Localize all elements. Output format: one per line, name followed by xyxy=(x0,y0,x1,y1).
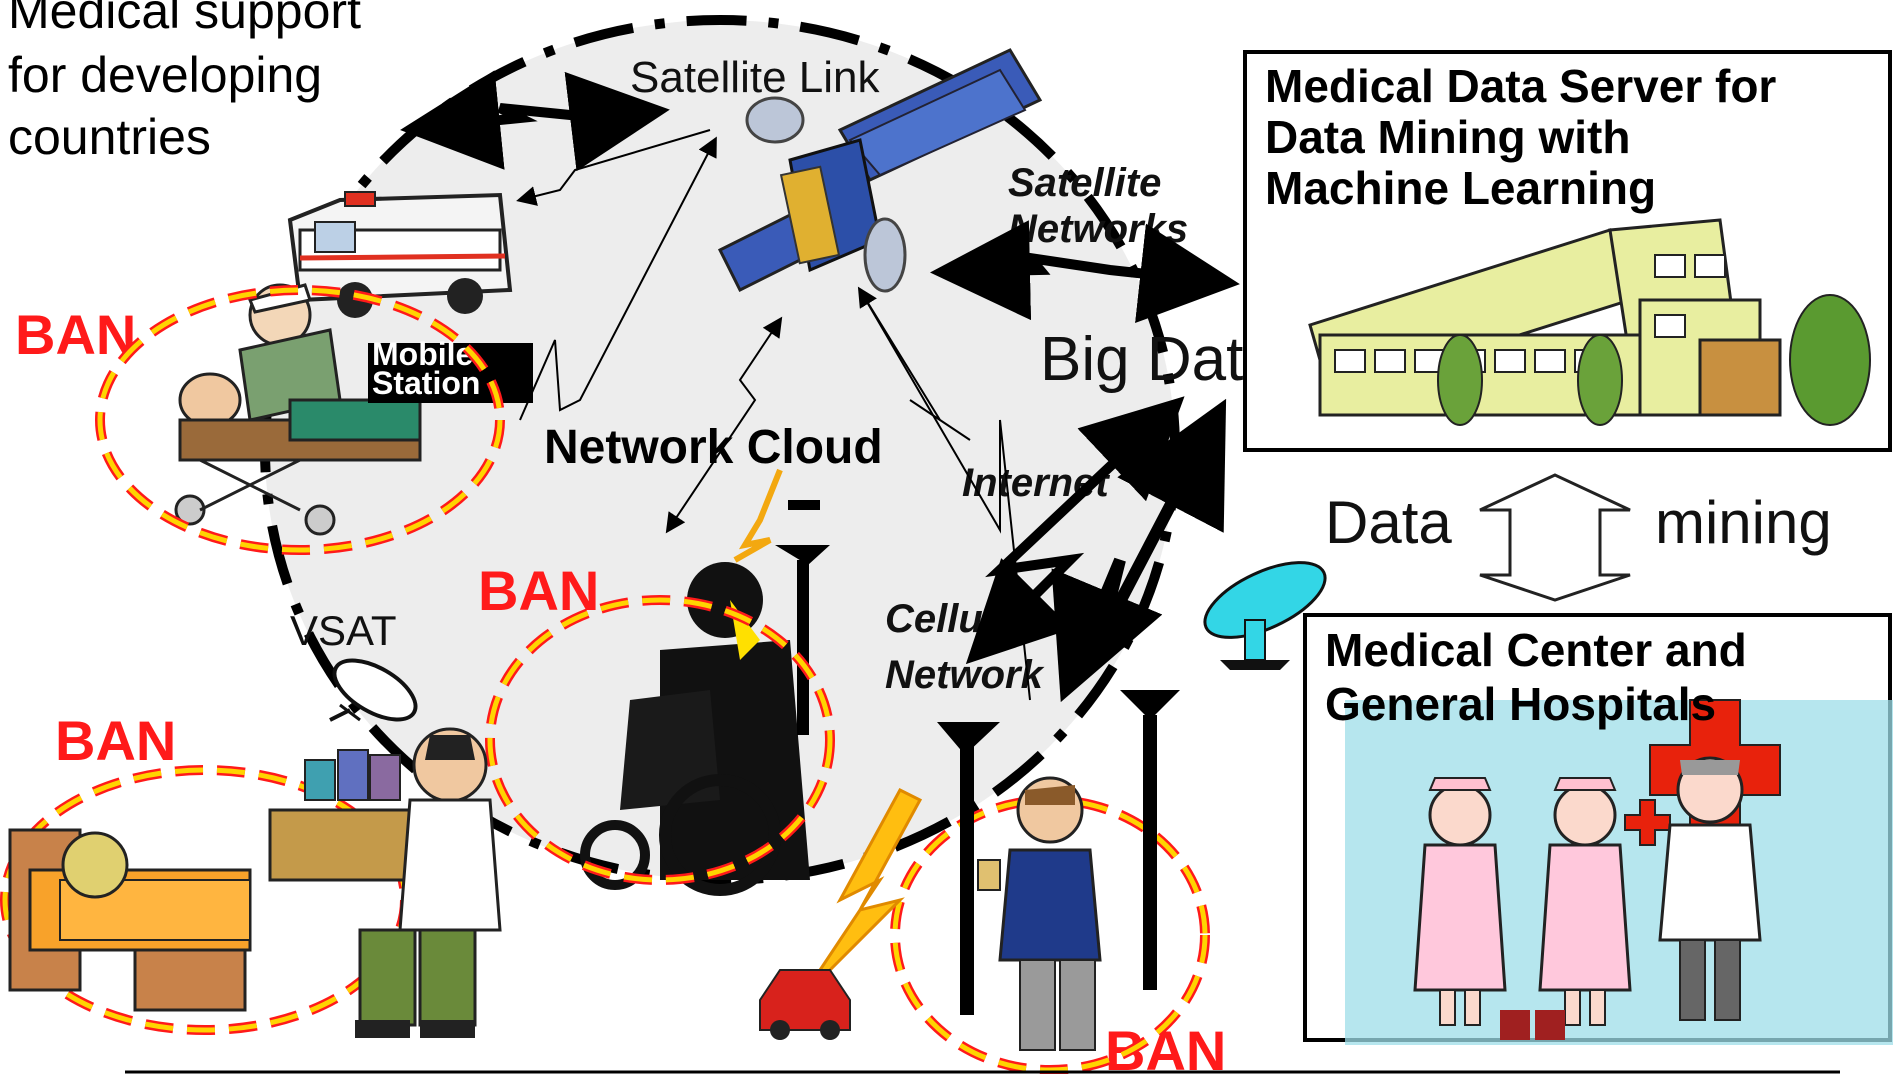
doctor-desk-icon xyxy=(268,727,502,1038)
data-mining-label-left: Data xyxy=(1325,489,1452,556)
server-title-line-3: Machine Learning xyxy=(1265,162,1656,214)
vsat-dish-icon xyxy=(329,658,418,722)
cellular-tower-right xyxy=(1120,690,1180,990)
intro-text: Medical support for developing countries xyxy=(8,0,361,165)
satellite-icon xyxy=(717,48,1043,293)
ban-label-bed: BAN xyxy=(55,709,176,772)
hospital-box: Medical Center and General Hospitals xyxy=(1303,613,1893,1045)
building-icon xyxy=(1308,218,1871,426)
bed-patient-icon xyxy=(8,828,252,1012)
ban-label-stretcher: BAN xyxy=(15,303,136,366)
ban-ring-wheelchair xyxy=(485,595,835,885)
data-mining-arrow: Data mining xyxy=(1325,473,1832,602)
small-red-cross-icon xyxy=(1624,799,1671,846)
car-icon xyxy=(759,969,851,1040)
mobile-station-label: Mobile Station xyxy=(368,336,533,403)
satellite-to-phone-link xyxy=(859,289,1031,701)
intro-line-2: for developing xyxy=(8,47,322,103)
hospital-title-line-2: General Hospitals xyxy=(1325,678,1716,730)
server-box: Medical Data Server for Data Mining with… xyxy=(1243,50,1892,452)
mobile-station-line-1: Mobile xyxy=(372,336,473,372)
mobile-station-line-2: Station xyxy=(372,365,480,401)
lightning-bolt-icon xyxy=(798,788,923,1002)
intro-line-3: countries xyxy=(8,109,211,165)
ambulance-to-satellite-link xyxy=(516,129,711,206)
nurse-icon-left xyxy=(1413,777,1507,1026)
satellite-to-cellular-link xyxy=(857,286,971,441)
ban-ring-stretcher xyxy=(95,285,505,555)
server-title-line-1: Medical Data Server for xyxy=(1265,60,1776,112)
businessman-phone-icon xyxy=(977,776,1102,1051)
satellite-networks-label-2: Networks xyxy=(1008,207,1188,251)
cellular-tower-left xyxy=(937,722,1000,1015)
network-cloud-label: Network Cloud xyxy=(544,421,883,474)
intro-line-1: Medical support xyxy=(8,0,361,39)
satellite-link-arrow xyxy=(400,70,670,172)
data-mining-label-right: mining xyxy=(1655,489,1832,556)
satellite-dish-icon xyxy=(1203,561,1327,670)
cloud-to-wheelchair-link xyxy=(665,316,783,534)
vsat-label: VSAT xyxy=(290,607,397,654)
cellular-arrow xyxy=(1051,398,1227,703)
nurse-icon-right xyxy=(1538,777,1632,1026)
doctor-icon xyxy=(1658,756,1762,1021)
ambulance-icon xyxy=(287,191,513,318)
satellite-networks-label-1: Satellite xyxy=(1008,161,1161,205)
server-title-line-2: Data Mining with xyxy=(1265,111,1630,163)
satellite-to-server-arrow xyxy=(930,220,1240,324)
big-data-label: Big Data xyxy=(1040,325,1278,394)
hospital-title-line-1: Medical Center and xyxy=(1325,624,1747,676)
mobile-to-satellite-link xyxy=(519,136,717,421)
antenna-tower-icon xyxy=(775,500,830,735)
satellite-link-label: Satellite Link xyxy=(630,53,880,102)
cellular-network-label-2: Network xyxy=(885,653,1045,697)
wheelchair-person-icon xyxy=(580,562,810,896)
